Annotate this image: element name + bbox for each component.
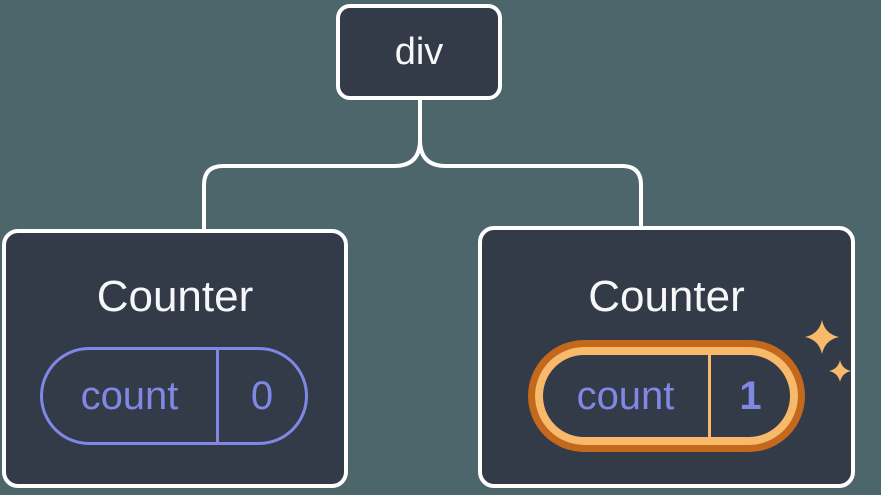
sparkle-icon-small [829,360,851,382]
component-title: Counter [96,272,254,321]
state-badge: count 0 [40,347,308,445]
state-key: count [576,373,675,418]
state-divider [216,350,219,442]
sparkles-decoration [805,320,851,382]
counter-component-card-right: Counter count 1 [478,226,855,488]
state-value: 0 [250,373,274,418]
root-node-label: div [394,31,444,73]
sparkle-icon-large [805,320,839,354]
state-badge-highlighted: count 1 [535,347,798,445]
state-divider [708,355,711,437]
tree-connector-right [418,138,643,228]
component-title: Counter [588,272,745,321]
tree-connector-left [202,98,422,231]
state-key: count [80,373,179,418]
counter-component-card-left: Counter count 0 [2,229,348,488]
root-div-node: div [336,4,502,100]
state-value: 1 [739,373,762,418]
